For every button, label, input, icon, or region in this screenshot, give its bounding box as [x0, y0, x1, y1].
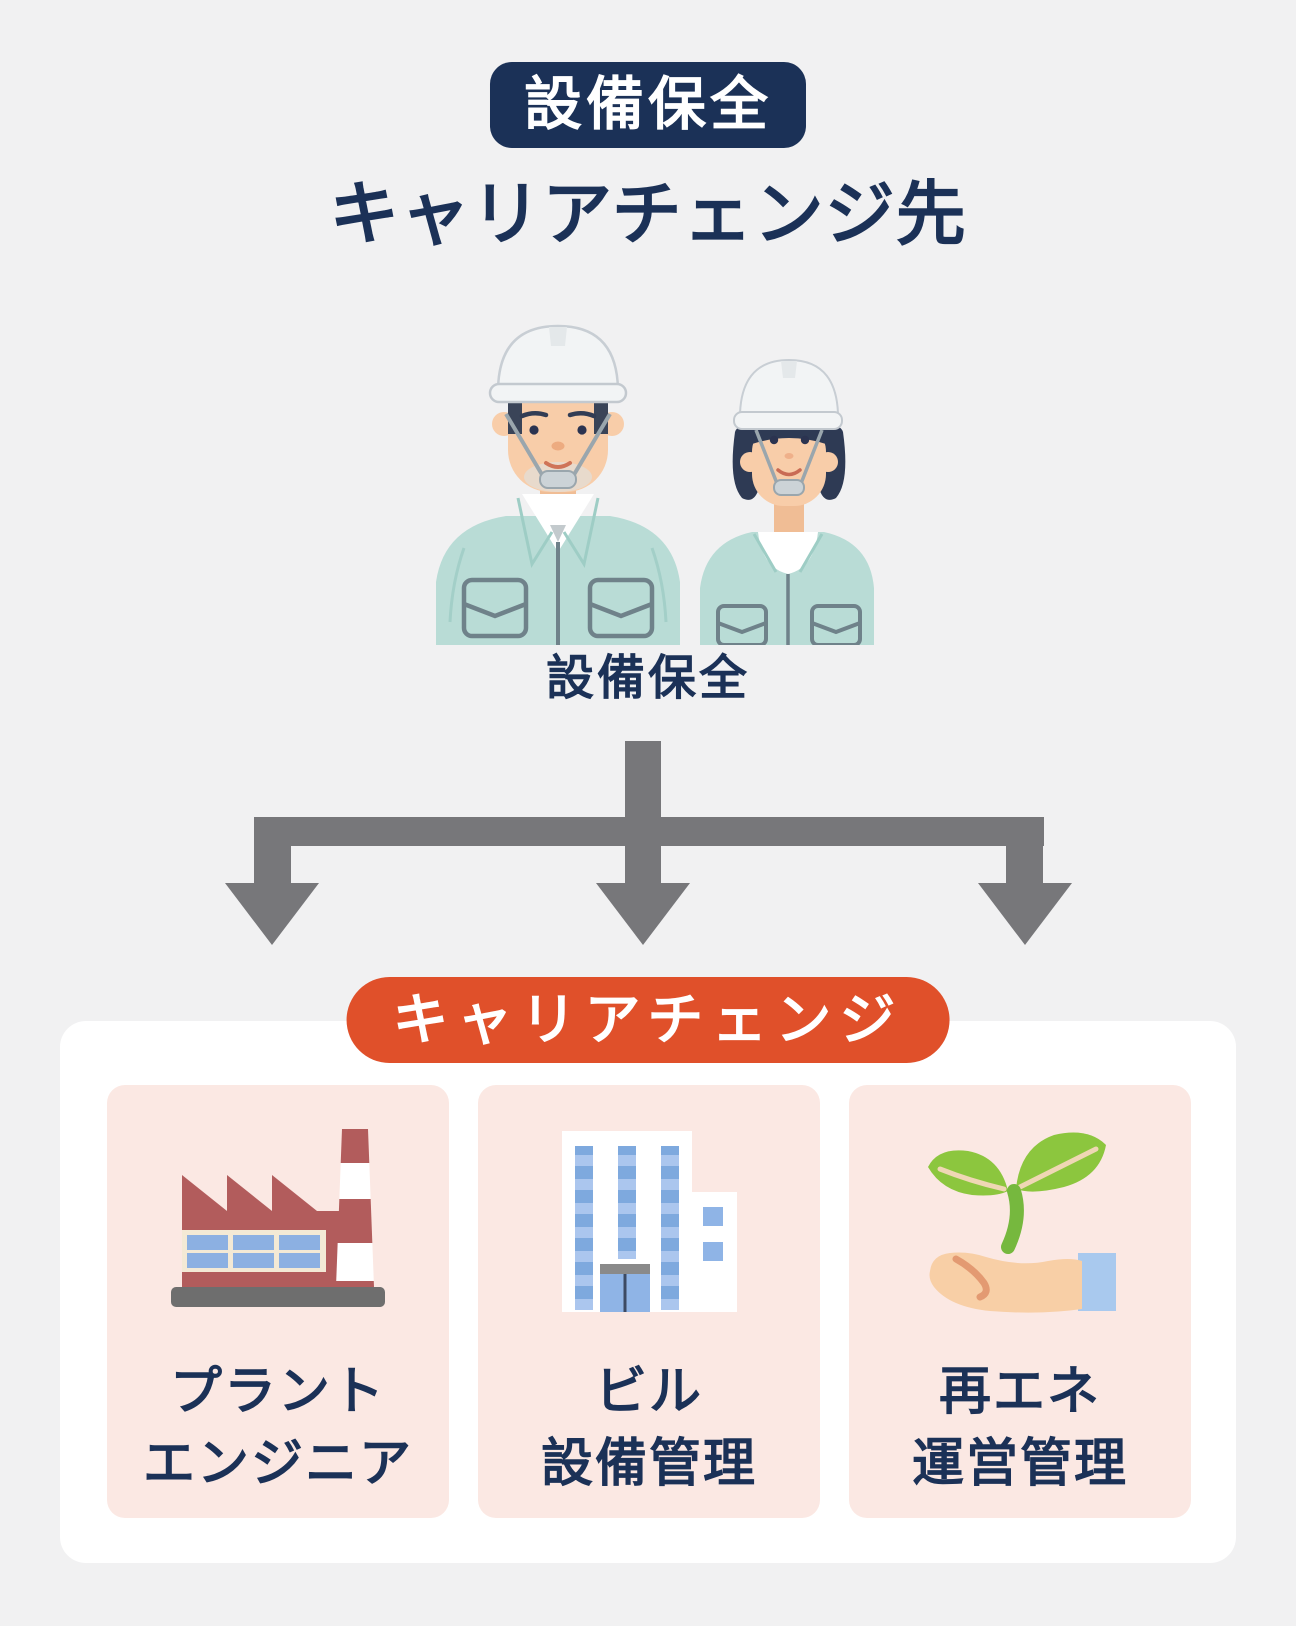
career-change-badge: キャリアチェンジ: [346, 977, 950, 1063]
sprout-in-hand-icon: [849, 1085, 1191, 1357]
factory-icon: [107, 1085, 449, 1357]
maintenance-workers-illustration: [422, 320, 874, 645]
office-building-icon: [478, 1085, 820, 1357]
career-options-panel: プラント エンジニア: [60, 1021, 1236, 1563]
career-card-renewable-energy: 再エネ 運営管理: [849, 1085, 1191, 1518]
workers-icon: [436, 324, 874, 645]
career-change-badge-label: キャリアチェンジ: [392, 988, 904, 1051]
branching-arrow: [0, 740, 1296, 950]
career-card-label: プラント エンジニア: [142, 1363, 413, 1493]
male-worker-icon: [436, 324, 680, 645]
career-card-label: 再エネ 運営管理: [911, 1363, 1128, 1493]
career-card-building-management: ビル 設備管理: [478, 1085, 820, 1518]
source-label: 設備保全: [545, 652, 750, 705]
career-card-label: ビル 設備管理: [540, 1363, 757, 1493]
female-worker-icon: [700, 358, 874, 645]
career-card-plant-engineer: プラント エンジニア: [107, 1085, 449, 1518]
page-title: キャリアチェンジ先: [329, 175, 967, 253]
topic-badge-label: 設備保全: [523, 72, 773, 137]
arrow-down-split-icon: [225, 741, 1072, 945]
topic-badge: 設備保全: [489, 62, 807, 148]
